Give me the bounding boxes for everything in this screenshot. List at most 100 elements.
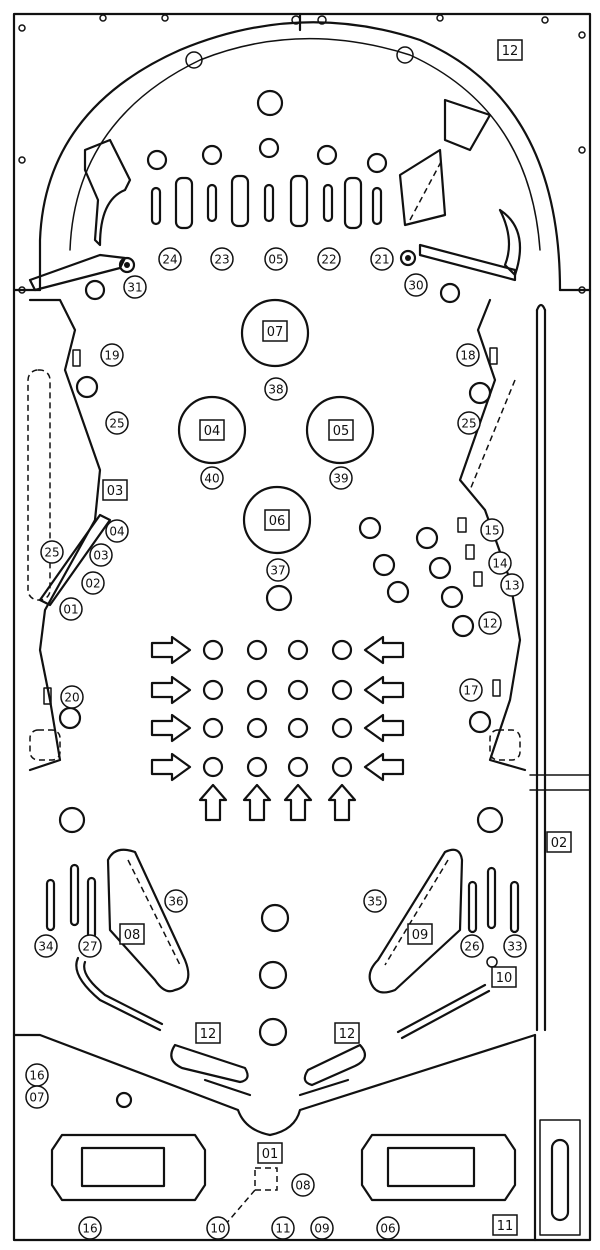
label-text: 30 bbox=[408, 279, 423, 293]
circled-part-label: 35 bbox=[363, 889, 387, 913]
label-circle bbox=[34, 934, 58, 958]
circled-part-label: 10 bbox=[206, 1216, 230, 1240]
label-circle bbox=[503, 934, 527, 958]
label-box bbox=[546, 831, 572, 853]
circled-part-label: 34 bbox=[34, 934, 58, 958]
circled-part-label: 18 bbox=[456, 343, 480, 367]
label-circle bbox=[459, 678, 483, 702]
circled-part-label: 07 bbox=[25, 1085, 49, 1109]
label-text: 15 bbox=[484, 524, 499, 538]
label-circle bbox=[81, 571, 105, 595]
label-box bbox=[195, 1022, 221, 1044]
label-text: 34 bbox=[38, 940, 53, 954]
apron bbox=[12, 1033, 537, 1242]
circled-part-label: 16 bbox=[78, 1216, 102, 1240]
label-text: 40 bbox=[204, 472, 219, 486]
boxed-part-label: 04 bbox=[199, 419, 225, 441]
circled-part-label: 13 bbox=[500, 573, 524, 597]
circled-part-label: 14 bbox=[488, 551, 512, 575]
circled-part-label: 15 bbox=[480, 518, 504, 542]
label-text: 17 bbox=[463, 684, 478, 698]
label-text: 09 bbox=[314, 1222, 329, 1236]
circled-part-label: 01 bbox=[59, 597, 83, 621]
boxed-part-label: 02 bbox=[546, 831, 572, 853]
label-circle bbox=[105, 519, 129, 543]
label-text: 02 bbox=[85, 577, 100, 591]
circled-part-label: 36 bbox=[164, 889, 188, 913]
label-circle bbox=[206, 1216, 230, 1240]
label-text: 01 bbox=[63, 603, 78, 617]
upper-right-assembly bbox=[398, 98, 522, 304]
shooter-lane bbox=[529, 303, 591, 1236]
label-text: 08 bbox=[295, 1179, 310, 1193]
circled-part-label: 25 bbox=[40, 540, 64, 564]
top-arch bbox=[38, 12, 562, 292]
label-circle bbox=[488, 551, 512, 575]
circled-part-label: 22 bbox=[317, 247, 341, 271]
label-text: 20 bbox=[64, 691, 79, 705]
label-box bbox=[407, 923, 433, 945]
circled-part-label: 37 bbox=[266, 558, 290, 582]
label-circle bbox=[25, 1085, 49, 1109]
label-circle bbox=[271, 1216, 295, 1240]
circled-part-label: 06 bbox=[376, 1216, 400, 1240]
label-text: 19 bbox=[104, 349, 119, 363]
circled-part-label: 23 bbox=[210, 247, 234, 271]
pop-bumpers bbox=[177, 298, 375, 555]
label-circle bbox=[363, 889, 387, 913]
circled-part-label: 26 bbox=[460, 934, 484, 958]
label-box bbox=[257, 1142, 283, 1164]
label-text: 05 bbox=[268, 253, 283, 267]
label-circle bbox=[78, 934, 102, 958]
label-text: 31 bbox=[127, 281, 142, 295]
circled-part-label: 30 bbox=[404, 273, 428, 297]
boxed-part-label: 08 bbox=[119, 923, 145, 945]
label-circle bbox=[291, 1173, 315, 1197]
label-circle bbox=[480, 518, 504, 542]
label-circle bbox=[78, 1216, 102, 1240]
label-text: 04 bbox=[109, 525, 124, 539]
label-text: 03 bbox=[93, 549, 108, 563]
label-text: 14 bbox=[492, 557, 507, 571]
circled-part-label: 05 bbox=[264, 247, 288, 271]
circled-part-label: 11 bbox=[271, 1216, 295, 1240]
label-box bbox=[264, 509, 290, 531]
label-text: 12 bbox=[200, 1027, 217, 1042]
cabinet-frame bbox=[12, 12, 592, 1242]
boxed-part-label: 06 bbox=[264, 509, 290, 531]
label-text: 27 bbox=[82, 940, 97, 954]
boxed-part-label: 12 bbox=[334, 1022, 360, 1044]
light-grid bbox=[202, 639, 353, 778]
label-text: 06 bbox=[380, 1222, 395, 1236]
label-circle bbox=[105, 411, 129, 435]
label-text: 33 bbox=[507, 940, 522, 954]
label-circle bbox=[158, 247, 182, 271]
circled-part-label: 25 bbox=[457, 411, 481, 435]
label-text: 23 bbox=[214, 253, 229, 267]
right-wall bbox=[458, 298, 527, 772]
label-text: 25 bbox=[109, 417, 124, 431]
label-text: 22 bbox=[321, 253, 336, 267]
label-text: 10 bbox=[496, 971, 513, 986]
lane-guides bbox=[45, 863, 520, 1040]
label-circle bbox=[40, 540, 64, 564]
slingshots bbox=[106, 848, 464, 994]
circled-part-label: 20 bbox=[60, 685, 84, 709]
label-circle bbox=[89, 543, 113, 567]
label-circle bbox=[460, 934, 484, 958]
label-text: 12 bbox=[339, 1027, 356, 1042]
label-circle bbox=[478, 611, 502, 635]
label-box bbox=[119, 923, 145, 945]
label-text: 38 bbox=[268, 383, 283, 397]
label-text: 12 bbox=[482, 617, 497, 631]
label-text: 07 bbox=[267, 325, 284, 340]
boxed-part-label: 09 bbox=[407, 923, 433, 945]
upper-left-assembly bbox=[28, 138, 136, 301]
label-text: 21 bbox=[374, 253, 389, 267]
label-circle bbox=[100, 343, 124, 367]
label-circle bbox=[60, 685, 84, 709]
boxed-part-label: 01 bbox=[257, 1142, 283, 1164]
